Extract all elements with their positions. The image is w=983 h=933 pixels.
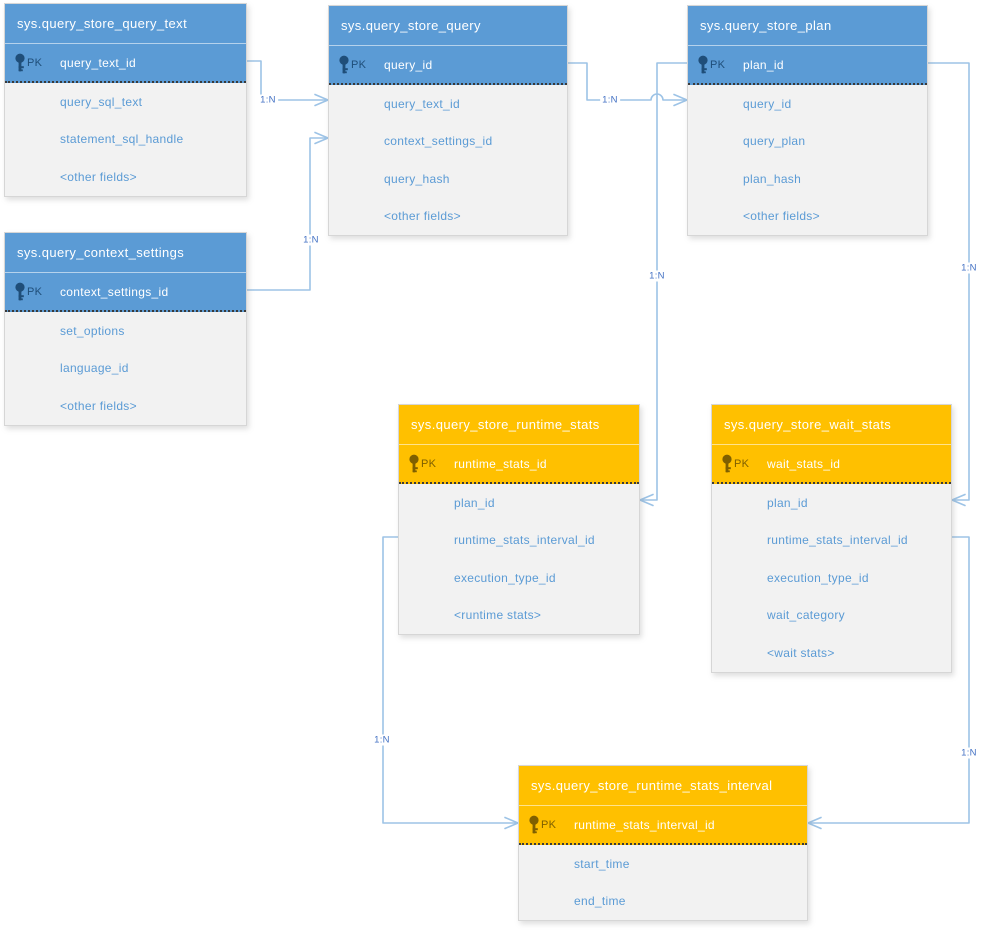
field-row: language_id (60, 361, 129, 376)
key-icon (338, 55, 350, 75)
field-row: plan_id (454, 495, 495, 510)
field-list: query_sql_text statement_sql_handle <oth… (5, 83, 246, 196)
arrowhead-right-icon (504, 816, 519, 830)
field-row: end_time (574, 894, 626, 909)
field-row: <other fields> (60, 398, 137, 413)
pk-field-name: query_id (384, 57, 433, 72)
table-query-store-runtime-stats-interval: sys.query_store_runtime_stats_interval P… (518, 765, 808, 921)
relation-cardinality-label: 1:N (301, 234, 321, 246)
field-list: plan_id runtime_stats_interval_id execut… (712, 484, 951, 672)
pk-label: PK (421, 457, 437, 470)
field-row: plan_hash (743, 171, 802, 186)
connector-plan-to-runtimestats (641, 62, 688, 501)
pk-field-name: runtime_stats_interval_id (574, 817, 715, 832)
field-row: <wait stats> (767, 645, 835, 660)
pk-label: PK (27, 285, 43, 298)
field-row: query_hash (384, 171, 450, 186)
table-query-store-plan: sys.query_store_plan PK plan_id query_id… (687, 5, 928, 236)
field-row: <other fields> (60, 169, 137, 184)
field-row: set_options (60, 323, 125, 338)
connector-contextsettings-to-query (246, 137, 327, 291)
field-row: plan_id (767, 495, 808, 510)
field-row: query_sql_text (60, 94, 143, 109)
relation-cardinality-label: 1:N (959, 262, 979, 274)
primary-key-row: PK query_text_id (5, 43, 246, 83)
field-row: execution_type_id (454, 570, 556, 585)
pk-label: PK (27, 56, 43, 69)
arrowhead-right-icon (314, 131, 329, 145)
field-row: wait_category (767, 608, 845, 623)
table-query-store-query: sys.query_store_query PK query_id query_… (328, 5, 568, 236)
field-row: runtime_stats_interval_id (454, 533, 595, 548)
field-row: context_settings_id (384, 134, 493, 149)
field-row: query_id (743, 96, 792, 111)
field-row: <runtime stats> (454, 608, 542, 623)
primary-key-row: PK query_id (329, 45, 567, 85)
key-icon (408, 454, 420, 474)
field-row: start_time (574, 856, 630, 871)
arrowhead-left-icon (639, 493, 654, 507)
relation-cardinality-label: 1:N (600, 94, 620, 106)
pk-field-name: runtime_stats_id (454, 456, 547, 471)
arrowhead-right-icon (314, 93, 329, 107)
pk-label: PK (351, 58, 367, 71)
field-row: <other fields> (384, 209, 461, 224)
primary-key-row: PK wait_stats_id (712, 444, 951, 484)
table-title: sys.query_store_wait_stats (712, 405, 951, 444)
field-list: start_time end_time (519, 845, 807, 920)
pk-label: PK (541, 818, 557, 831)
field-row: query_text_id (384, 96, 460, 111)
primary-key-row: PK plan_id (688, 45, 927, 85)
field-row: execution_type_id (767, 570, 869, 585)
relation-cardinality-label: 1:N (372, 734, 392, 746)
key-icon (721, 454, 733, 474)
table-query-store-query-text: sys.query_store_query_text PK query_text… (4, 3, 247, 197)
relation-cardinality-label: 1:N (959, 747, 979, 759)
table-title: sys.query_store_query (329, 6, 567, 45)
table-title: sys.query_store_runtime_stats_interval (519, 766, 807, 805)
field-row: <other fields> (743, 209, 820, 224)
table-title: sys.query_context_settings (5, 233, 246, 272)
key-icon (697, 55, 709, 75)
field-list: query_text_id context_settings_id query_… (329, 85, 567, 235)
key-icon (528, 815, 540, 835)
pk-field-name: wait_stats_id (767, 456, 841, 471)
primary-key-row: PK runtime_stats_interval_id (519, 805, 807, 845)
field-list: set_options language_id <other fields> (5, 312, 246, 425)
arrowhead-left-icon (807, 816, 822, 830)
connector-query-to-plan (567, 62, 686, 101)
field-list: plan_id runtime_stats_interval_id execut… (399, 484, 639, 634)
pk-label: PK (710, 58, 726, 71)
table-query-store-runtime-stats: sys.query_store_runtime_stats PK runtime… (398, 404, 640, 635)
table-query-context-settings: sys.query_context_settings PK context_se… (4, 232, 247, 426)
field-row: statement_sql_handle (60, 132, 184, 147)
key-icon (14, 53, 26, 73)
primary-key-row: PK context_settings_id (5, 272, 246, 312)
table-query-store-wait-stats: sys.query_store_wait_stats PK wait_stats… (711, 404, 952, 673)
relation-cardinality-label: 1:N (647, 270, 667, 282)
arrowhead-left-icon (951, 493, 966, 507)
arrowhead-right-icon (673, 93, 688, 107)
field-list: query_id query_plan plan_hash <other fie… (688, 85, 927, 235)
primary-key-row: PK runtime_stats_id (399, 444, 639, 484)
pk-label: PK (734, 457, 750, 470)
pk-field-name: context_settings_id (60, 284, 169, 299)
pk-field-name: plan_id (743, 57, 784, 72)
table-title: sys.query_store_query_text (5, 4, 246, 43)
table-title: sys.query_store_plan (688, 6, 927, 45)
table-title: sys.query_store_runtime_stats (399, 405, 639, 444)
field-row: query_plan (743, 134, 806, 149)
key-icon (14, 282, 26, 302)
relation-cardinality-label: 1:N (258, 94, 278, 106)
field-row: runtime_stats_interval_id (767, 533, 908, 548)
pk-field-name: query_text_id (60, 55, 136, 70)
